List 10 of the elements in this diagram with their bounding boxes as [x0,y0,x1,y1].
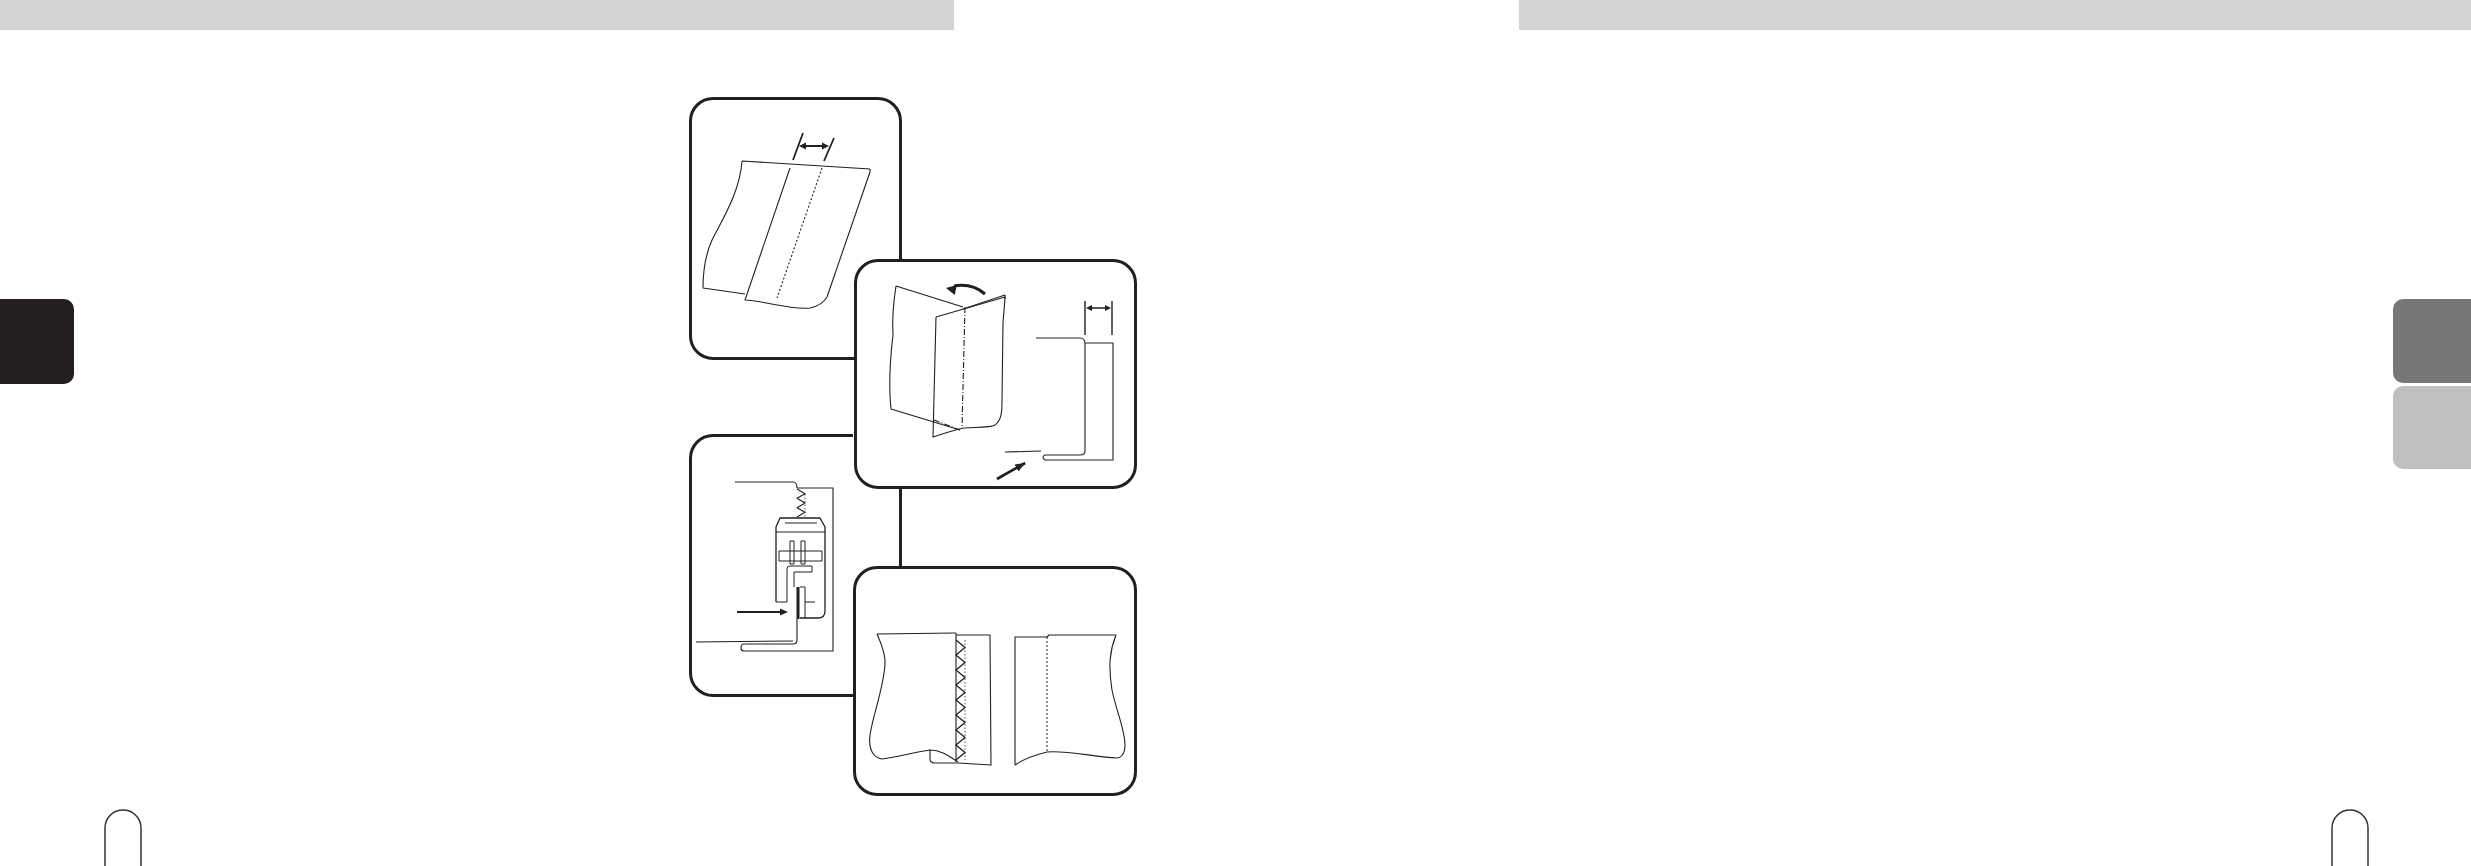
section-tab [0,299,74,384]
section-tab [2393,386,2471,469]
section-tab [2393,299,2471,383]
fabric-edge-drawing [1003,336,1116,463]
illustration-panel [689,97,902,360]
illustration-panel [853,566,1137,796]
arrow [996,461,1026,481]
illustration-panel [854,259,1137,489]
illustration-panel [689,434,853,697]
connector-line [899,489,902,566]
